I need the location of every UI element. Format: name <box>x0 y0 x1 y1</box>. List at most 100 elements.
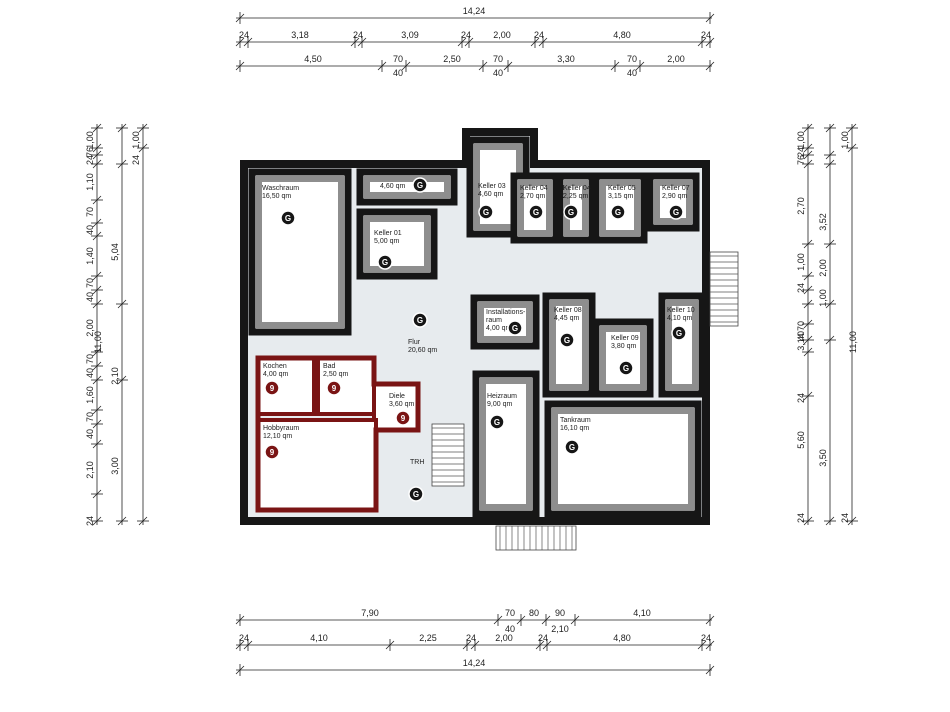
room-name: Installations- <box>486 309 526 316</box>
dim-left-mid-1: 2,10 <box>110 367 120 385</box>
room-badge-label: G <box>413 490 419 499</box>
room-badge-label: 9 <box>270 384 275 393</box>
dim-left-outer-6: 1,40 <box>85 247 95 265</box>
room-badge-label: 9 <box>332 384 337 393</box>
room-area: 3,80 qm <box>611 343 636 350</box>
dim-top-row3-9: 2,00 <box>667 54 685 64</box>
dim-top-total: 14,24 <box>463 6 486 16</box>
room-badge <box>412 312 428 328</box>
dim-bottom-row2-3: 24 <box>466 633 476 643</box>
room-badge-label: G <box>533 208 539 217</box>
room-badge <box>564 439 580 455</box>
dim-top-row2-2: 24 <box>353 30 363 40</box>
room-keller-09[interactable]: Keller 093,80 qmG <box>592 318 654 398</box>
room-badge <box>395 410 411 426</box>
room-badge-label: G <box>494 418 500 427</box>
room-inner-band <box>480 378 532 510</box>
room-name: Heizraum <box>487 393 517 400</box>
dim-left-outer-14: 40 <box>85 429 95 439</box>
room-area: 2,70 qm <box>520 193 545 200</box>
room-badge <box>326 380 342 396</box>
dim-top-row3-5: 40 <box>493 68 503 78</box>
dim-bottom-row1-0: 7,90 <box>361 608 379 618</box>
dim-top-row3-3: 2,50 <box>443 54 461 64</box>
dim-top-row2-0: 24 <box>239 30 249 40</box>
dim-left-outer-1: 76 <box>85 147 95 157</box>
room-keller-04b[interactable]: Keller 042,25 qmG <box>556 172 596 244</box>
room-badge <box>559 332 575 348</box>
room-badge <box>507 320 523 336</box>
apartment-outline <box>255 355 421 513</box>
room-name: Flur <box>408 339 421 346</box>
dim-left-outer-4: 70 <box>85 207 95 217</box>
room-area: 4,60 qm <box>380 183 405 190</box>
dim-top-row3-6: 3,30 <box>557 54 575 64</box>
dim-left-outer-5: 40 <box>85 225 95 235</box>
room-badge-label: G <box>673 208 679 217</box>
room-badge <box>528 204 544 220</box>
dim-bottom-row2-1: 4,10 <box>310 633 328 643</box>
outer-walls <box>240 128 710 525</box>
room-area: 4,60 qm <box>478 191 503 198</box>
room-keller-01[interactable]: Keller 015,00 qmG <box>356 208 438 280</box>
room-keller-08[interactable]: Keller 084,45 qmG <box>542 292 596 398</box>
dim-left-mid-2: 3,00 <box>110 457 120 475</box>
dim-right-outer-9: 5,60 <box>796 431 806 449</box>
room-badge <box>408 486 424 502</box>
room-keller-04a[interactable]: Keller 042,70 qmG <box>510 172 560 244</box>
dim-left-outer-9: 2,00 <box>85 319 95 337</box>
dim-right-outer-8: 3,14 <box>796 333 806 351</box>
room-name: Waschraum <box>262 185 299 192</box>
dim-bottom-row1-3: 80 <box>529 608 539 618</box>
room-badge <box>264 380 280 396</box>
room-badge-label: 9 <box>401 414 406 423</box>
dim-top-row3-2: 40 <box>393 68 403 78</box>
dim-top-row3-0: 4,50 <box>304 54 322 64</box>
room-badge-label: G <box>417 181 423 190</box>
dim-bottom-row2-7: 24 <box>701 633 711 643</box>
room-keller-05[interactable]: Keller 053,15 qmG <box>592 172 648 244</box>
dim-right-total: 11,00 <box>848 331 858 353</box>
dim-left-outer-2: 24 <box>85 155 95 165</box>
room-name: TRH <box>410 459 424 466</box>
room-area: 4,10 qm <box>667 315 692 322</box>
dim-right-outer-4: 1,00 <box>796 253 806 271</box>
room-keller-02[interactable]: 4,60 qm G <box>356 168 458 206</box>
room-name: Keller 08 <box>554 307 582 314</box>
room-trh[interactable]: TRH G <box>408 459 424 502</box>
room-area: 4,00 qm <box>263 371 288 378</box>
room-keller-07[interactable]: Keller 072,90 qmG <box>646 172 700 232</box>
room-badge-label: G <box>285 214 291 223</box>
room-badge <box>478 204 494 220</box>
dim-right-outer-11: 24 <box>796 513 806 523</box>
dim-bottom-row1-1: 70 <box>505 608 515 618</box>
room-area: 12,10 qm <box>263 433 292 440</box>
dim-top-row3-4: 70 <box>493 54 503 64</box>
dim-bottom-row2-6: 4,80 <box>613 633 631 643</box>
dim-left-mid-0: 5,04 <box>110 243 120 261</box>
room-inner-band <box>552 408 694 510</box>
dim-left-outer-10: 70 <box>85 354 95 364</box>
dim-right-mid-1: 2,00 <box>818 259 828 277</box>
room-inner-band <box>666 300 698 390</box>
room-area: 4,00 qm <box>486 325 511 332</box>
room-area: 5,00 qm <box>374 238 399 245</box>
room-area: 2,25 qm <box>563 193 588 200</box>
room-keller-10[interactable]: Keller 104,10 qmG <box>658 292 706 398</box>
dim-bottom-row2-5: 24 <box>538 633 548 643</box>
room-badge <box>618 360 634 376</box>
room-area: 2,50 qm <box>323 371 348 378</box>
dim-right-outer-7: 40 <box>796 331 806 341</box>
